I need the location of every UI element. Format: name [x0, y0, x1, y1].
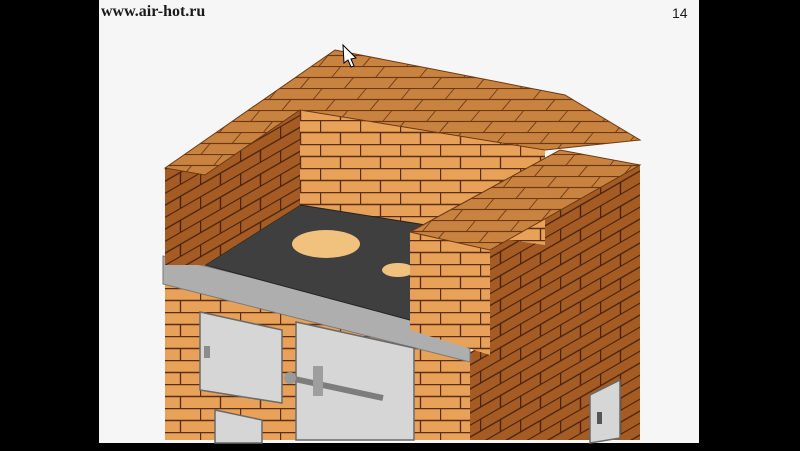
mouse-cursor-icon: [342, 43, 358, 68]
ash-door[interactable]: [284, 321, 415, 441]
upper-front-column: [410, 232, 490, 355]
cooktop-hole-large: [292, 230, 360, 258]
upper-left-wall: [165, 92, 300, 265]
side-door-handle-icon[interactable]: [597, 412, 602, 424]
door-latch-bar[interactable]: [289, 375, 384, 401]
column-top: [408, 149, 642, 251]
side-cleanout-door[interactable]: [589, 378, 621, 444]
firebox-door[interactable]: [199, 311, 283, 404]
cleanout-door-front[interactable]: [214, 409, 263, 444]
door-latch-knob-icon[interactable]: [284, 372, 296, 384]
door-hinge-icon: [313, 366, 323, 396]
top-course: [163, 49, 642, 176]
door-handle-icon[interactable]: [204, 346, 210, 358]
cooktop-hole-small: [382, 263, 414, 277]
site-label: www.air-hot.ru: [101, 3, 206, 20]
page-number: 14: [672, 5, 688, 21]
upper-right-wall: [490, 165, 640, 355]
